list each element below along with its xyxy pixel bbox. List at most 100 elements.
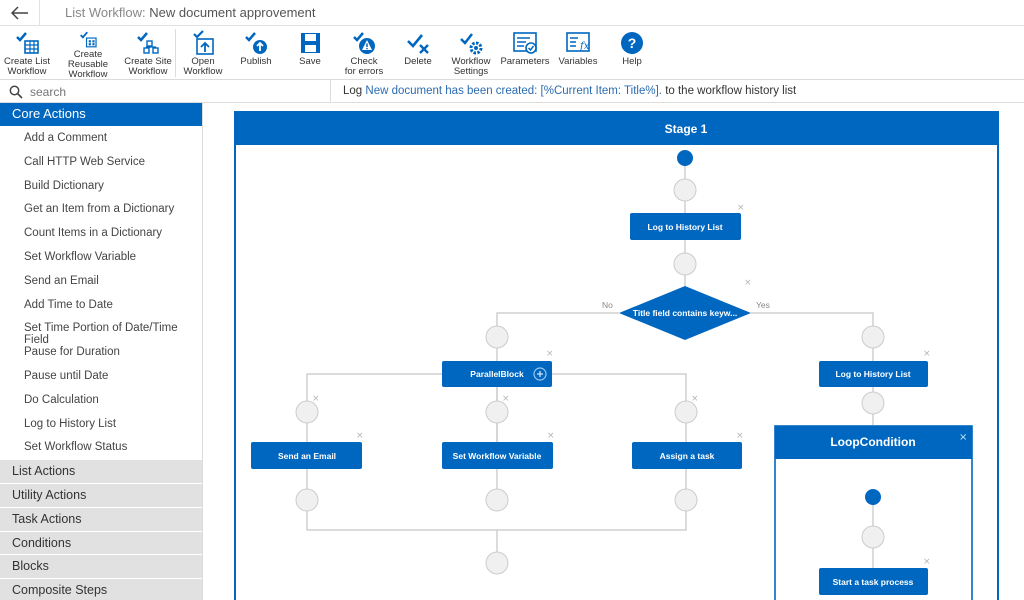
condition-node-label: Title field contains keyw... [633, 308, 737, 318]
window-title: List Workflow: New document approvement [65, 5, 316, 20]
create-list-workflow-button[interactable]: Create List Workflow [2, 26, 52, 80]
create-list-workflow-icon [16, 32, 39, 54]
svg-text:fx: fx [579, 41, 590, 52]
sidebar-item[interactable]: Build Dictionary [24, 179, 104, 192]
close-icon[interactable]: × [923, 557, 931, 567]
category-utility-actions[interactable]: Utility Actions [0, 482, 202, 507]
insertion-point[interactable] [861, 525, 885, 549]
variables-icon: fx [566, 32, 590, 52]
variables-button[interactable]: fx Variables [555, 26, 601, 80]
workflow-canvas[interactable]: Stage 1 [203, 103, 1024, 600]
check-errors-button[interactable]: Check for errors [339, 26, 389, 80]
close-icon[interactable]: × [737, 203, 745, 213]
category-composite-steps[interactable]: Composite Steps [0, 578, 202, 600]
back-button[interactable] [0, 0, 40, 26]
send-email-label: Send an Email [278, 451, 336, 461]
close-icon[interactable]: × [923, 349, 931, 359]
save-button[interactable]: Save [287, 26, 333, 80]
category-list-actions[interactable]: List Actions [0, 459, 202, 483]
no-branch-label: No [602, 300, 613, 310]
sidebar-item[interactable]: Log to History List [24, 417, 117, 430]
parameters-label: Parameters [500, 56, 550, 67]
publish-icon [245, 32, 267, 54]
create-reusable-workflow-icon [80, 31, 97, 48]
close-icon[interactable]: × [356, 431, 364, 441]
condition-node[interactable] [619, 286, 751, 340]
insertion-points[interactable] [295, 178, 885, 575]
create-reusable-workflow-button[interactable]: Create Reusable Workflow [53, 26, 123, 80]
parameters-button[interactable]: Parameters [500, 26, 550, 80]
sidebar-item[interactable]: Set Workflow Variable [24, 250, 137, 263]
create-site-workflow-icon [137, 32, 159, 54]
sidebar-item[interactable]: Do Calculation [24, 393, 99, 406]
sidebar-item[interactable]: Get an Item from a Dictionary [24, 203, 175, 216]
open-workflow-icon [193, 30, 214, 55]
set-variable-node[interactable] [442, 442, 553, 469]
stage-header[interactable] [235, 112, 998, 145]
log-history-node-2[interactable] [819, 361, 928, 387]
close-icon[interactable]: × [959, 432, 967, 443]
check-errors-icon [353, 32, 375, 54]
loop-condition-header[interactable] [775, 426, 972, 459]
create-site-workflow-button[interactable]: Create Site Workflow [124, 26, 172, 80]
category-core-actions[interactable]: Core Actions [0, 103, 202, 126]
sidebar-item[interactable]: Add Time to Date [24, 298, 113, 311]
delete-button[interactable]: Delete [395, 26, 441, 80]
delete-label: Delete [404, 56, 432, 67]
search-icon [9, 85, 23, 99]
help-button[interactable]: ? Help [610, 26, 654, 80]
sidebar-item[interactable]: Call HTTP Web Service [24, 155, 145, 168]
sidebar-item[interactable]: Set Workflow Status [24, 441, 128, 454]
close-icon[interactable]: × [744, 278, 752, 288]
publish-button[interactable]: Publish [233, 26, 279, 80]
send-email-node[interactable] [251, 442, 362, 469]
check-errors-label: Check for errors [344, 56, 384, 77]
assign-task-node[interactable] [632, 442, 742, 469]
save-icon [301, 33, 320, 53]
category-blocks[interactable]: Blocks [0, 554, 202, 579]
yes-branch-label: Yes [756, 300, 770, 310]
sidebar-item[interactable]: Pause until Date [24, 369, 109, 382]
search-bar [0, 80, 331, 103]
open-workflow-label: Open Workflow [183, 56, 223, 77]
save-label: Save [299, 56, 321, 67]
close-icon[interactable]: × [546, 349, 554, 359]
back-arrow-icon [10, 6, 28, 20]
close-icon[interactable]: × [312, 394, 320, 404]
start-node [677, 150, 693, 166]
sidebar-item[interactable]: Set Time Portion of Date/Time Field [24, 322, 178, 347]
help-icon: ? [621, 32, 643, 54]
create-list-workflow-label: Create List Workflow [4, 56, 50, 77]
start-task-node[interactable] [819, 568, 928, 595]
workflow-settings-button[interactable]: Workflow Settings [448, 26, 494, 80]
close-icon[interactable]: × [547, 431, 555, 441]
start-task-label: Start a task process [833, 577, 914, 587]
parallel-block-node[interactable] [442, 361, 552, 387]
add-branch-icon[interactable] [533, 367, 547, 381]
close-icon[interactable]: × [691, 394, 699, 404]
loop-condition-title: LoopCondition [830, 435, 915, 449]
loop-start-node [865, 489, 881, 505]
sidebar-item[interactable]: Pause for Duration [24, 346, 120, 359]
search-input[interactable] [30, 83, 320, 100]
sidebar-item[interactable]: Count Items in a Dictionary [24, 227, 163, 240]
delete-icon [407, 34, 429, 54]
create-reusable-workflow-label: Create Reusable Workflow [67, 49, 109, 80]
sidebar-item[interactable]: Send an Email [24, 274, 99, 287]
sidebar-item[interactable]: Add a Comment [24, 132, 108, 144]
log-history-node-1[interactable] [630, 213, 741, 240]
category-conditions[interactable]: Conditions [0, 530, 202, 555]
close-icon[interactable]: × [736, 431, 744, 441]
set-variable-label: Set Workflow Variable [453, 451, 542, 461]
assign-task-label: Assign a task [660, 451, 715, 461]
parameters-icon [513, 32, 537, 54]
action-description-bar: Log New document has been created: [%Cur… [332, 80, 1024, 103]
message-link[interactable]: New document has been created: [%Current… [365, 85, 662, 97]
ribbon-separator [175, 29, 176, 77]
svg-text:?: ? [628, 35, 637, 51]
category-task-actions[interactable]: Task Actions [0, 506, 202, 531]
message-suffix: to the workflow history list [665, 85, 797, 97]
close-icon[interactable]: × [502, 394, 510, 404]
publish-label: Publish [240, 56, 272, 67]
open-workflow-button[interactable]: Open Workflow [180, 26, 226, 80]
